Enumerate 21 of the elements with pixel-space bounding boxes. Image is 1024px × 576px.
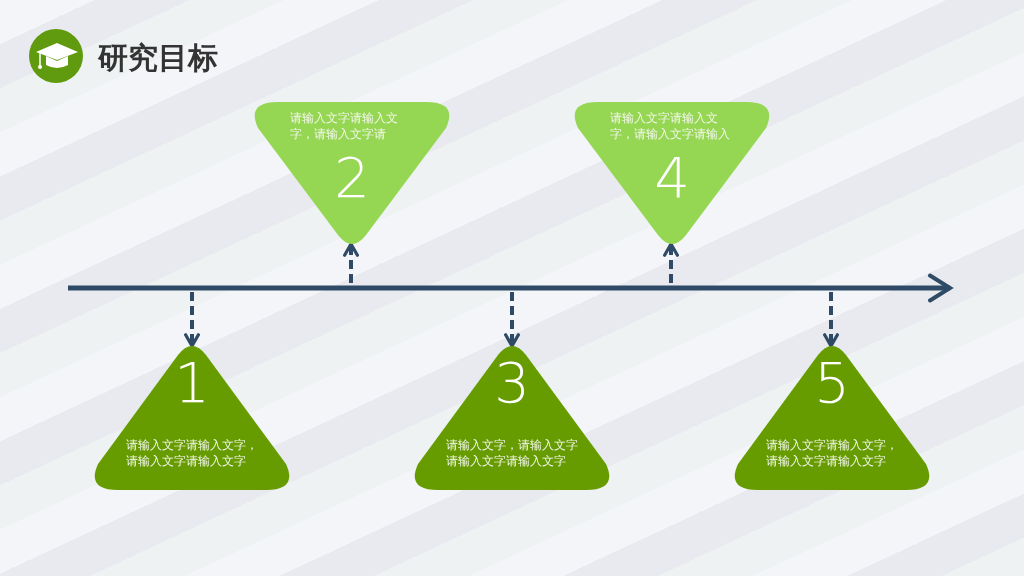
dashed-arrow [823,292,839,348]
triangle-card [572,102,772,245]
dashed-arrow [184,292,200,348]
step-number: 5 [813,351,851,415]
body-text: 请输入文字请输入文字，请输入文字请输入文字 [126,437,259,469]
step-number: 1 [173,351,211,415]
step-number: 4 [653,146,691,210]
slide-title: 研究目标 [98,39,218,77]
body-text: 请输入文字请输入文字，请输入文字请 [290,110,399,142]
triangle-card [92,345,292,490]
triangle-card [412,345,612,490]
body-text: 请输入文字请输入文字，请输入文字请输入 [610,110,731,142]
step-number: 3 [493,351,531,415]
dashed-arrow [663,242,679,283]
triangle-card [252,102,452,245]
body-text: 请输入文字请输入文字，请输入文字请输入文字 [766,437,899,469]
dashed-arrow [343,242,359,283]
dashed-arrow [504,292,520,348]
triangle-card [732,345,932,490]
step-number: 2 [333,146,371,210]
body-text: 请输入文字，请输入文字请输入文字请输入文字 [446,437,579,469]
